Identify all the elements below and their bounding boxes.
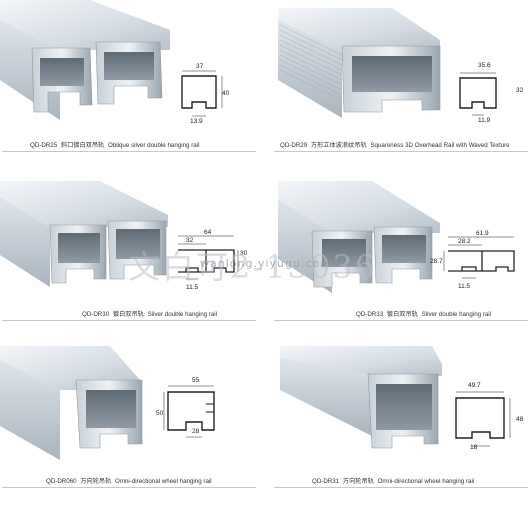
rail-photo-dr31 bbox=[280, 346, 442, 449]
dim-total-width: 64 bbox=[204, 229, 212, 236]
rail-card-dr33: 61.9 28.2 28.7 11.5 QD-DR33 镀白双吊轨 Silver… bbox=[272, 175, 530, 345]
profile-drawing-dr29 bbox=[459, 72, 497, 116]
profile-drawing-dr31 bbox=[455, 391, 511, 447]
divider bbox=[2, 320, 256, 321]
rail-code: QD-DR31 bbox=[312, 478, 340, 485]
dim-gap: 11.5 bbox=[458, 283, 471, 290]
dim-width: 37 bbox=[196, 63, 204, 70]
rail-card-dr25: 37 40 13.9 QD-DR25 斜口镀白双吊轨 Oblique silve… bbox=[0, 0, 258, 170]
profile-drawing-dr30 bbox=[178, 235, 239, 280]
rail-name-en: Silver double hanging rail bbox=[421, 311, 492, 318]
rail-card-dr30: 64 32 30 11.5 QD-DR30 镀白双吊轨 Silver doubl… bbox=[0, 175, 258, 345]
rail-name-cn: 万向轮吊轨 bbox=[80, 478, 112, 485]
rail-card-dr29: 35.6 32 11.9 QD-DR29 方形立体波浪纹吊轨 Squarenes… bbox=[272, 0, 530, 170]
rail-name-en: Omni-directional wheel hanging rail bbox=[377, 478, 475, 485]
rail-photo-dr29 bbox=[278, 8, 441, 118]
dim-width: 49.7 bbox=[468, 382, 481, 389]
rail-code: QD-DR29 bbox=[280, 142, 308, 149]
rail-photo-dr30 bbox=[0, 181, 168, 287]
rail-code: QD-DR30 bbox=[82, 311, 110, 318]
divider bbox=[2, 487, 256, 488]
rail-name-cn: 方形立体波浪纹吊轨 bbox=[310, 142, 367, 149]
rail-name-en: Squareness 3D Overhead Rail with Waved T… bbox=[370, 142, 510, 149]
rail-caption: QD-DR30 镀白双吊轨 Silver double hanging rail bbox=[82, 309, 217, 318]
rail-card-dr060: 55 50 28 QD-DR060 万向轮吊轨 Omni-directional… bbox=[0, 340, 258, 510]
rail-caption: QD-DR29 方形立体波浪纹吊轨 Squareness 3D Overhead… bbox=[280, 140, 510, 149]
watermark-url: wanlong.yiyugu.com bbox=[200, 257, 332, 270]
rail-code: QD-DR33 bbox=[356, 311, 384, 318]
dim-gap: 28 bbox=[192, 428, 200, 435]
divider bbox=[274, 320, 528, 321]
profile-drawing-dr33 bbox=[443, 236, 515, 279]
rail-name-cn: 镀白双吊轨 bbox=[386, 311, 418, 318]
dim-half-width: 32 bbox=[186, 237, 194, 244]
dim-half-width: 28.2 bbox=[458, 238, 471, 245]
dim-gap: 11.5 bbox=[186, 284, 199, 291]
dim-height: 30 bbox=[240, 250, 248, 257]
rail-caption: QD-DR31 万向轮吊轨 Omni-directional wheel han… bbox=[312, 476, 474, 485]
rail-photo-dr33 bbox=[278, 181, 440, 293]
rail-card-dr31: 49.7 48 18 QD-DR31 万向轮吊轨 Omni-directiona… bbox=[272, 340, 530, 510]
dim-height: 28.7 bbox=[430, 258, 443, 265]
rail-photo-dr060 bbox=[0, 346, 143, 460]
watermark-text: 文白可2-13036 bbox=[128, 248, 377, 286]
dim-height: 32 bbox=[516, 87, 524, 94]
profile-drawing-dr25 bbox=[181, 70, 223, 117]
dim-gap: 18 bbox=[470, 444, 478, 451]
divider bbox=[2, 151, 256, 152]
divider bbox=[274, 487, 528, 488]
dim-gap: 13.9 bbox=[190, 118, 203, 125]
rail-name-cn: 斜口镀白双吊轨 bbox=[60, 142, 105, 149]
dim-height: 48 bbox=[516, 416, 524, 423]
dim-height: 50 bbox=[156, 410, 164, 417]
profile-drawing-dr060 bbox=[163, 385, 215, 438]
rail-code: QD-DR060 bbox=[46, 478, 77, 485]
rail-caption: QD-DR25 斜口镀白双吊轨 Oblique silver double ha… bbox=[30, 140, 199, 149]
dim-gap: 11.9 bbox=[478, 117, 491, 124]
rail-caption: QD-DR33 镀白双吊轨 Silver double hanging rail bbox=[356, 309, 491, 318]
dim-width: 55 bbox=[192, 377, 200, 384]
rail-name-cn: 镀白双吊轨 bbox=[112, 311, 144, 318]
rail-name-en: Oblique silver double hanging rail bbox=[107, 142, 200, 149]
rail-code: QD-DR25 bbox=[30, 142, 58, 149]
dim-height: 40 bbox=[222, 90, 230, 97]
dim-width: 35.6 bbox=[478, 62, 491, 69]
dim-total-width: 61.9 bbox=[476, 230, 489, 237]
rail-photo-dr25 bbox=[0, 0, 170, 120]
divider bbox=[274, 151, 528, 152]
rail-caption: QD-DR060 万向轮吊轨 Omni-directional wheel ha… bbox=[46, 476, 212, 485]
rail-name-en: Omni-directional wheel hanging rail bbox=[115, 478, 212, 485]
rail-name-en: Silver double hanging rail bbox=[147, 311, 218, 318]
rail-name-cn: 万向轮吊轨 bbox=[342, 478, 374, 485]
